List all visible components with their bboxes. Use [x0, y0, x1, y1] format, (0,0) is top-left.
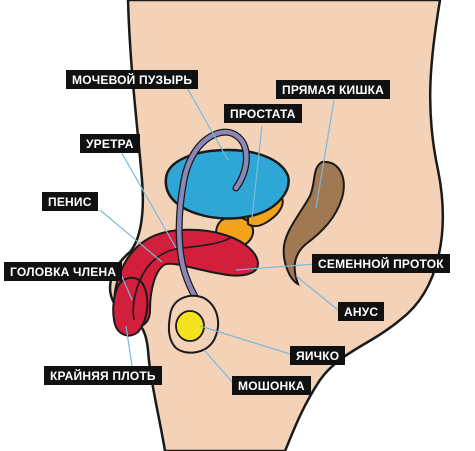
label-prostate: ПРОСТАТА	[224, 104, 302, 123]
label-testicle: ЯИЧКО	[290, 346, 345, 365]
label-scrotum: МОШОНКА	[232, 376, 311, 395]
label-bladder: МОЧЕВОЙ ПУЗЫРЬ	[66, 70, 198, 89]
testicle-shape	[176, 311, 204, 341]
label-urethra: УРЕТРА	[80, 134, 140, 153]
glans-shape	[113, 278, 147, 336]
label-foreskin: КРАЙНЯЯ ПЛОТЬ	[44, 366, 162, 385]
label-penis: ПЕНИС	[42, 192, 98, 211]
label-anus: АНУС	[338, 302, 384, 321]
label-vas-deferens: СЕМЕННОЙ ПРОТОК	[312, 254, 450, 273]
label-rectum: ПРЯМАЯ КИШКА	[276, 80, 390, 99]
label-glans: ГОЛОВКА ЧЛЕНА	[4, 262, 122, 281]
